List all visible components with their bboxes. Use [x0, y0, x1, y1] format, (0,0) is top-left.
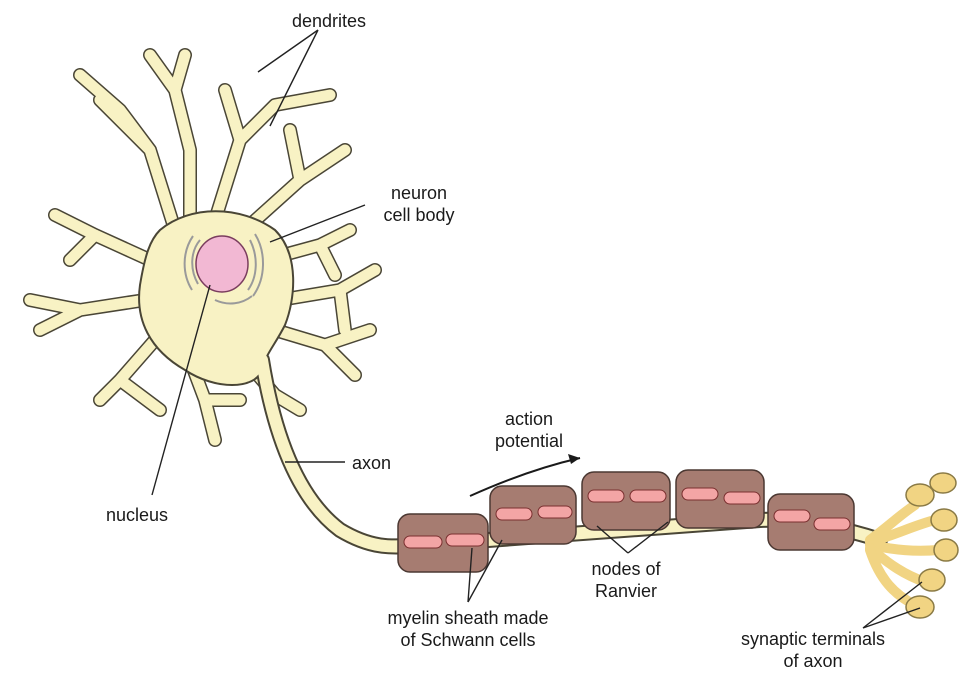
label-cell-body-line1: neuron	[360, 182, 478, 204]
label-nodes-line1: nodes of	[572, 558, 680, 580]
schwann-cell-5	[768, 494, 854, 550]
label-action-potential: action potential	[474, 408, 584, 452]
label-dendrites: dendrites	[292, 10, 366, 32]
label-myelin-sheath: myelin sheath made of Schwann cells	[368, 607, 568, 651]
label-nodes-line2: Ranvier	[572, 580, 680, 602]
schwann-cell-2	[490, 486, 576, 544]
label-cell-body-line2: cell body	[360, 204, 478, 226]
label-myelin-line1: myelin sheath made	[368, 607, 568, 629]
schwann-cell-1	[398, 514, 488, 572]
myelin-sheath	[398, 470, 854, 572]
schwann-cell-3	[582, 472, 670, 530]
label-action-line1: action	[474, 408, 584, 430]
label-myelin-line2: of Schwann cells	[368, 629, 568, 651]
label-terminals-line2: of axon	[720, 650, 906, 672]
label-action-line2: potential	[474, 430, 584, 452]
schwann-cell-4	[676, 470, 764, 528]
label-nucleus: nucleus	[106, 504, 168, 526]
label-neuron-cell-body: neuron cell body	[360, 182, 478, 226]
synaptic-terminals	[870, 473, 958, 618]
label-nodes-of-ranvier: nodes of Ranvier	[572, 558, 680, 602]
label-axon: axon	[352, 452, 391, 474]
label-terminals-line1: synaptic terminals	[720, 628, 906, 650]
label-synaptic-terminals: synaptic terminals of axon	[720, 628, 906, 672]
